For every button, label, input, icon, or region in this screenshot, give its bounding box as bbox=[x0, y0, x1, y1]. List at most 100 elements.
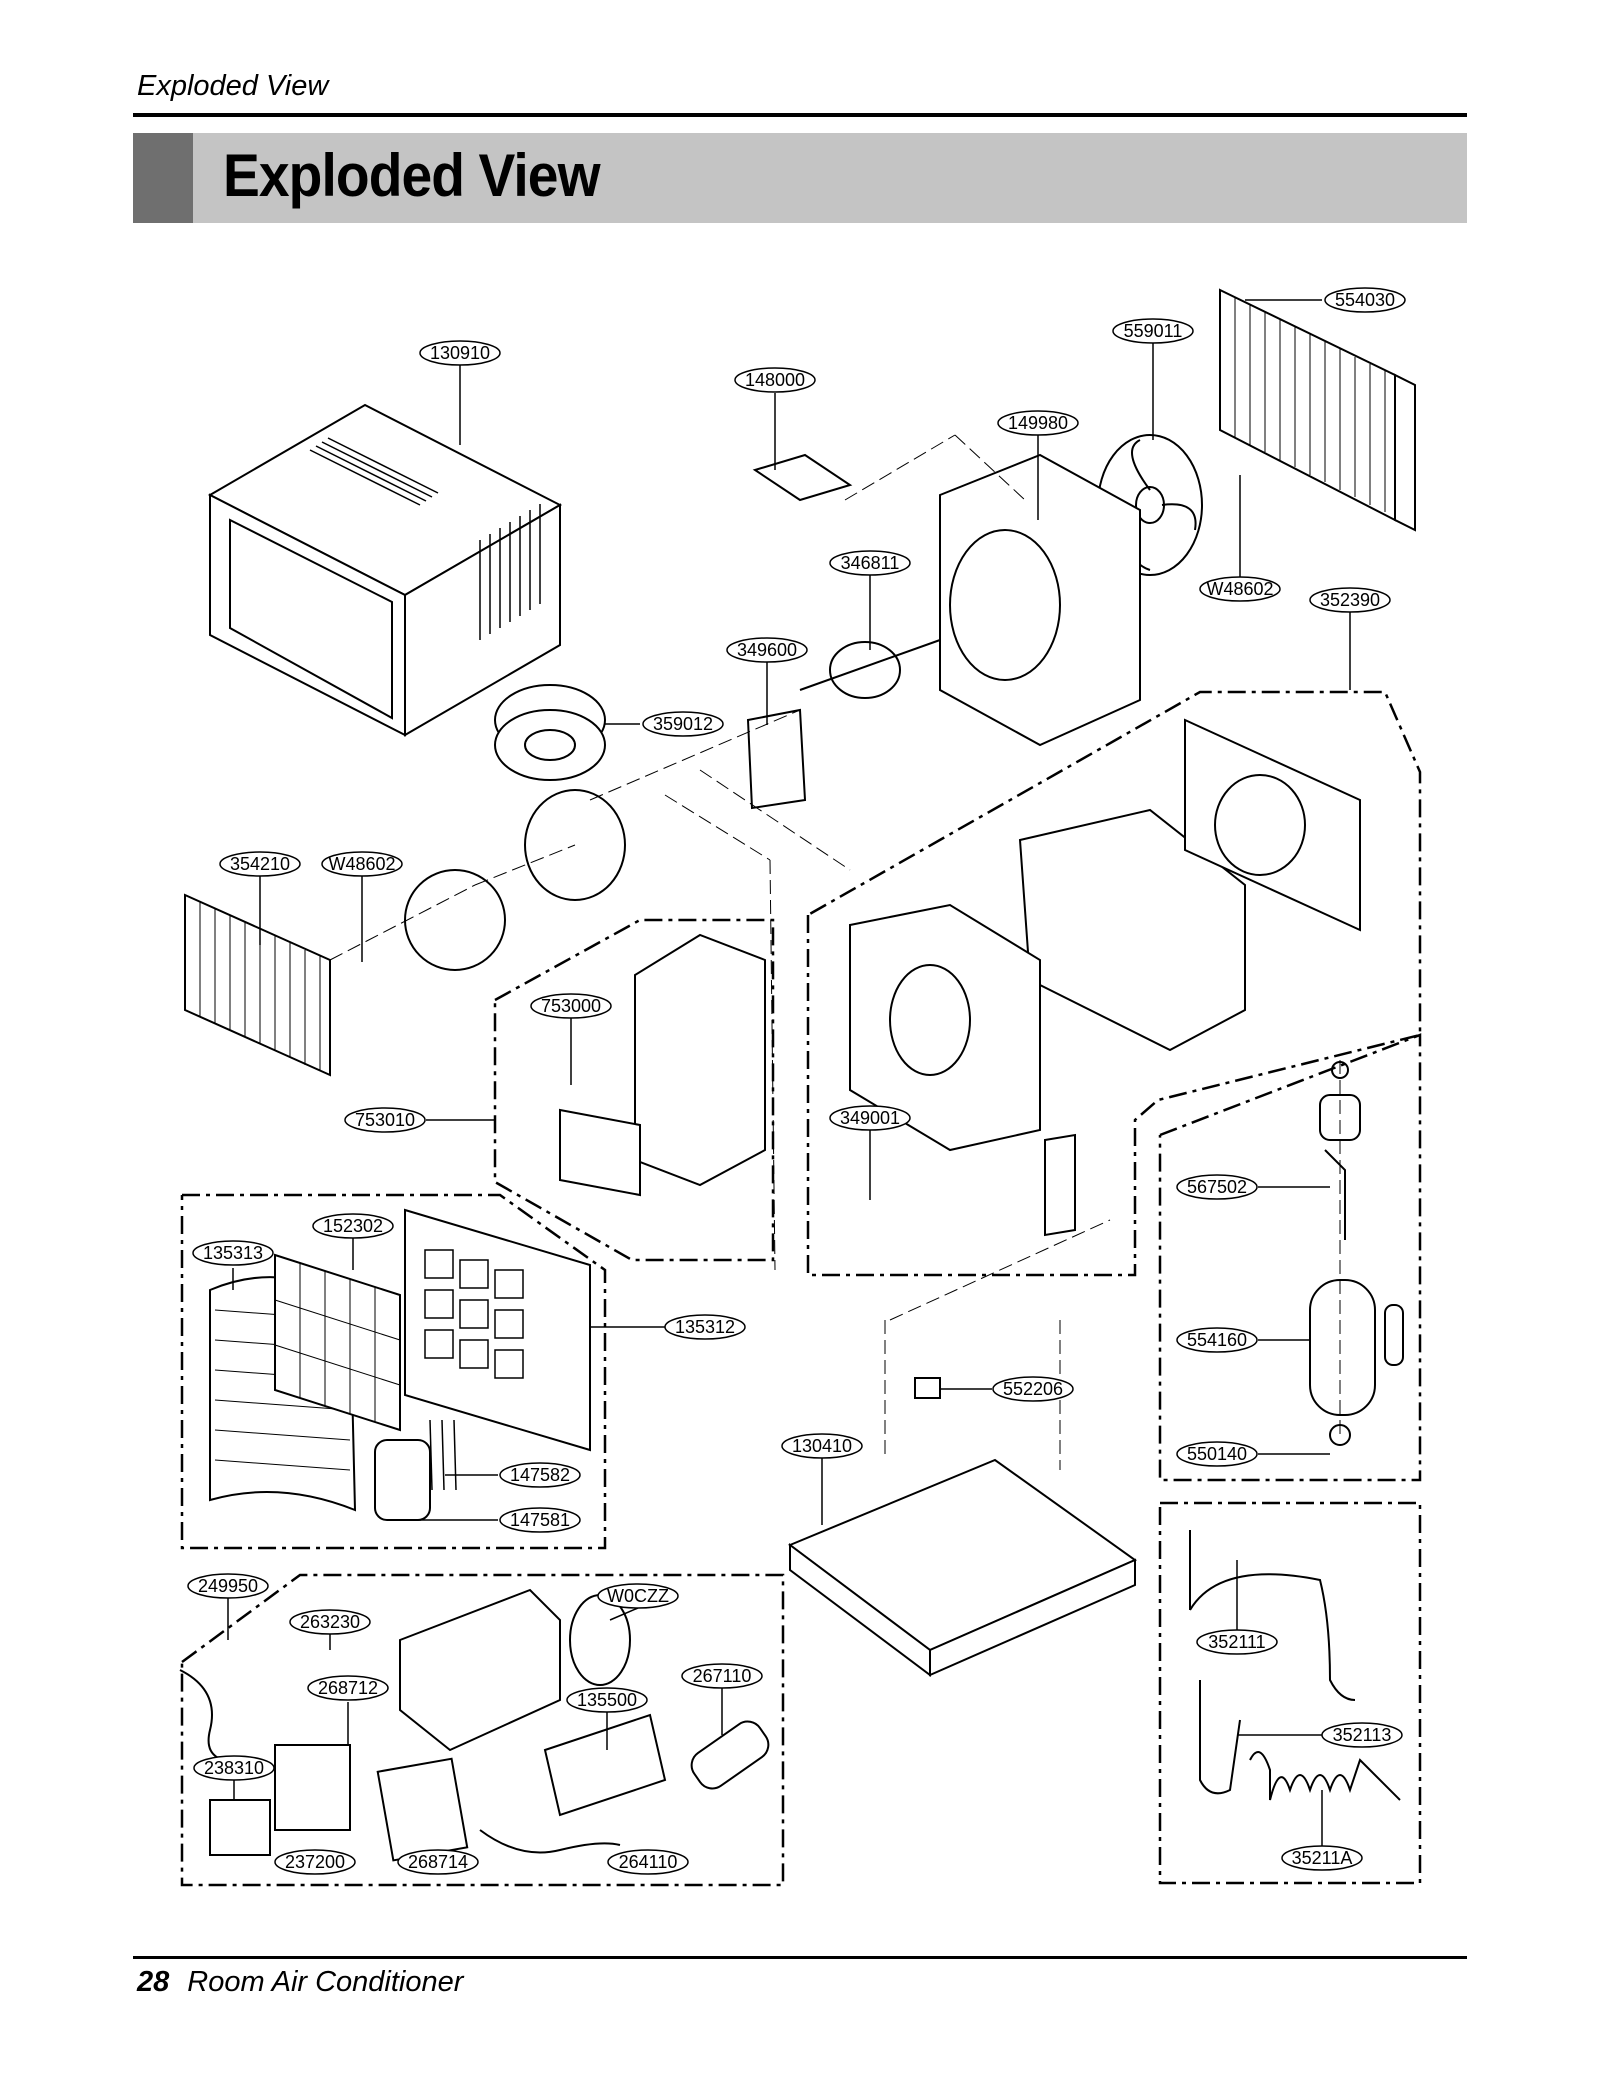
part-label-552206: 552206 bbox=[992, 1376, 1074, 1402]
part-label-149980: 149980 bbox=[997, 410, 1079, 436]
svg-text:152302: 152302 bbox=[323, 1216, 383, 1236]
part-label-554160: 554160 bbox=[1176, 1327, 1258, 1353]
air-guide-illustration bbox=[849, 903, 1041, 1152]
svg-text:559011: 559011 bbox=[1124, 321, 1183, 341]
svg-text:349600: 349600 bbox=[737, 640, 797, 660]
blower-wheel-illustration bbox=[494, 684, 606, 781]
part-label-349001: 349001 bbox=[829, 1105, 911, 1131]
svg-text:354210: 354210 bbox=[230, 854, 290, 874]
remote-illustration bbox=[690, 1720, 770, 1790]
svg-text:352390: 352390 bbox=[1320, 590, 1380, 610]
svg-text:130410: 130410 bbox=[792, 1436, 852, 1456]
part-label-148000: 148000 bbox=[734, 367, 816, 393]
svg-text:249950: 249950 bbox=[198, 1576, 258, 1596]
svg-text:753000: 753000 bbox=[541, 996, 601, 1016]
svg-text:135312: 135312 bbox=[675, 1317, 735, 1337]
svg-text:W0CZZ: W0CZZ bbox=[607, 1586, 669, 1606]
part-labels: 554030 559011 130910 148000 149980 34681… bbox=[187, 287, 1406, 1875]
part-label-268712: 268712 bbox=[307, 1675, 389, 1701]
evaporator-coil-illustration bbox=[184, 893, 331, 1077]
part-label-263230: 263230 bbox=[289, 1609, 371, 1635]
part-label-147582: 147582 bbox=[499, 1462, 581, 1488]
title-tab bbox=[133, 133, 193, 223]
control-box-illustration bbox=[399, 1588, 561, 1752]
svg-text:359012: 359012 bbox=[653, 714, 713, 734]
part-label-w0czz: W0CZZ bbox=[597, 1583, 679, 1609]
part-label-130910: 130910 bbox=[419, 340, 501, 366]
part-label-753000: 753000 bbox=[530, 993, 612, 1019]
part-label-152302: 152302 bbox=[312, 1213, 394, 1239]
svg-text:552206: 552206 bbox=[1003, 1379, 1063, 1399]
part-label-352113: 352113 bbox=[1321, 1722, 1403, 1748]
part-label-249950: 249950 bbox=[187, 1573, 269, 1599]
part-label-753010: 753010 bbox=[344, 1107, 426, 1133]
part-label-w48602: W48602 bbox=[1199, 576, 1281, 602]
svg-text:263230: 263230 bbox=[300, 1612, 360, 1632]
display-illustration bbox=[543, 1713, 667, 1817]
svg-text:352111: 352111 bbox=[1208, 1632, 1265, 1652]
part-label-352390: 352390 bbox=[1309, 587, 1391, 613]
svg-text:149980: 149980 bbox=[1008, 413, 1068, 433]
svg-text:349001: 349001 bbox=[840, 1108, 900, 1128]
part-label-135312: 135312 bbox=[664, 1314, 746, 1340]
part-label-550140: 550140 bbox=[1176, 1441, 1258, 1467]
control-panel-illustration bbox=[634, 933, 766, 1187]
svg-text:550140: 550140 bbox=[1187, 1444, 1247, 1464]
part-label-147581: 147581 bbox=[499, 1507, 581, 1533]
harness-illustration bbox=[179, 1669, 261, 1763]
pcb-illustration bbox=[274, 1744, 351, 1831]
svg-text:148000: 148000 bbox=[745, 370, 805, 390]
part-label-554030: 554030 bbox=[1324, 287, 1406, 313]
part-label-352111: 352111 bbox=[1196, 1629, 1278, 1655]
svg-text:147582: 147582 bbox=[510, 1465, 570, 1485]
cabinet-illustration bbox=[207, 403, 563, 737]
part-label-346811: 346811 bbox=[829, 550, 911, 576]
heater-illustration bbox=[559, 1108, 641, 1197]
orifice-ring-illustration bbox=[404, 869, 506, 971]
group-753000 bbox=[493, 918, 775, 1262]
front-panel-illustration bbox=[404, 1208, 591, 1452]
svg-text:268712: 268712 bbox=[318, 1678, 378, 1698]
footer-text: Room Air Conditioner bbox=[187, 1966, 464, 1998]
title-band: Exploded View bbox=[133, 133, 1467, 223]
louver-blades-illustration bbox=[429, 1419, 457, 1491]
part-label-354210: 354210 bbox=[219, 851, 301, 877]
running-header: Exploded View bbox=[137, 70, 329, 102]
svg-text:554160: 554160 bbox=[1187, 1330, 1247, 1350]
part-label-268714: 268714 bbox=[397, 1849, 479, 1875]
group-tubing bbox=[1158, 1501, 1422, 1885]
part-label-267110: 267110 bbox=[681, 1663, 763, 1689]
motor-mount-illustration bbox=[746, 708, 807, 810]
svg-text:237200: 237200 bbox=[285, 1852, 345, 1872]
compressor-illustration bbox=[1309, 1061, 1404, 1446]
part-label-135313: 135313 bbox=[192, 1240, 274, 1266]
svg-text:147581: 147581 bbox=[510, 1510, 570, 1530]
partition-illustration bbox=[1184, 718, 1361, 932]
part-label-35211a: 35211A bbox=[1281, 1845, 1363, 1871]
svg-text:268714: 268714 bbox=[408, 1852, 468, 1872]
louver-illustration bbox=[374, 1439, 431, 1521]
svg-text:346811: 346811 bbox=[841, 553, 900, 573]
part-label-559011: 559011 bbox=[1112, 318, 1194, 344]
svg-text:130910: 130910 bbox=[430, 343, 490, 363]
svg-text:W48602: W48602 bbox=[1206, 579, 1273, 599]
svg-text:352113: 352113 bbox=[1333, 1725, 1392, 1745]
part-label-349600: 349600 bbox=[726, 637, 808, 663]
group-filter bbox=[180, 1193, 607, 1550]
switch-illustration bbox=[914, 1377, 941, 1399]
svg-text:35211A: 35211A bbox=[1292, 1848, 1353, 1868]
part-label-w48602: W48602 bbox=[321, 851, 403, 877]
page-footer: 28 Room Air Conditioner bbox=[137, 1966, 463, 1999]
base-pan-illustration bbox=[787, 1458, 1138, 1652]
motor-illustration bbox=[799, 639, 941, 699]
group-352390 bbox=[806, 690, 1422, 1277]
fan-shroud-illustration bbox=[939, 453, 1141, 747]
svg-text:135500: 135500 bbox=[577, 1690, 637, 1710]
part-label-238310: 238310 bbox=[193, 1755, 275, 1781]
condenser-coil-illustration bbox=[1219, 288, 1416, 532]
page-number: 28 bbox=[137, 1966, 170, 1998]
svg-text:135313: 135313 bbox=[203, 1243, 263, 1263]
cable-illustration bbox=[479, 1829, 621, 1854]
group-compressor bbox=[1158, 1033, 1422, 1482]
